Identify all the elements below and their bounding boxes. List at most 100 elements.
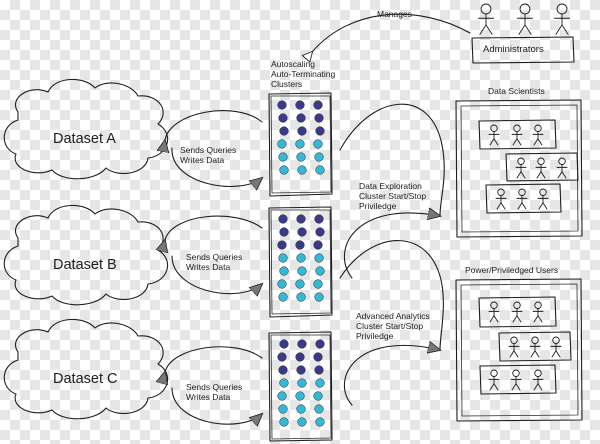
user-figures bbox=[488, 124, 568, 391]
query-label-line1: Sends Queries bbox=[186, 252, 243, 262]
cluster-node bbox=[313, 100, 323, 110]
dataset-a-label: Dataset A bbox=[53, 131, 116, 147]
query-label-line1: Sends Queries bbox=[186, 382, 243, 392]
cluster-node bbox=[296, 113, 306, 123]
user-figure bbox=[495, 188, 507, 210]
query-label-line1: Sends Queries bbox=[180, 145, 237, 155]
cluster-node bbox=[314, 292, 324, 302]
dataset-b-cloud bbox=[3, 204, 169, 306]
cluster-node bbox=[279, 339, 289, 349]
cluster-node bbox=[279, 227, 289, 237]
user-figure bbox=[532, 369, 544, 391]
cluster-node bbox=[279, 126, 289, 136]
cluster-node bbox=[295, 100, 305, 110]
cluster-node bbox=[277, 279, 287, 289]
user-figure bbox=[529, 336, 541, 358]
cluster-node bbox=[296, 365, 306, 375]
user-figure bbox=[532, 301, 544, 323]
cluster-node bbox=[313, 391, 323, 401]
user-figure bbox=[556, 157, 568, 179]
clusters-label-line1: Autoscaling bbox=[271, 59, 315, 69]
cluster-node bbox=[278, 292, 288, 302]
cluster-node bbox=[314, 253, 324, 263]
cluster-node bbox=[279, 165, 289, 175]
cluster-node bbox=[278, 152, 288, 162]
cluster-node bbox=[313, 352, 323, 362]
cluster-node bbox=[295, 352, 305, 362]
cluster-node bbox=[296, 253, 306, 263]
cluster-node bbox=[315, 417, 325, 427]
data-scientists-title: Data Scientists bbox=[488, 86, 545, 96]
user-figure bbox=[535, 157, 547, 179]
administrators-label: Administrators bbox=[483, 44, 544, 55]
cluster-node bbox=[278, 253, 288, 263]
cluster-node bbox=[295, 279, 305, 289]
privilege-line2: Cluster Start/Stop bbox=[356, 321, 424, 331]
query-label-line2: Writes Data bbox=[180, 155, 225, 165]
query-loop-b bbox=[165, 215, 262, 294]
query-loop-c bbox=[165, 346, 262, 424]
power-users-frame bbox=[455, 278, 583, 422]
cluster-node bbox=[296, 152, 306, 162]
cluster-node bbox=[295, 391, 305, 401]
privilege-line3: Priviledge bbox=[359, 201, 397, 211]
dataset-a-cloud bbox=[3, 78, 169, 180]
user-figure bbox=[477, 3, 495, 35]
user-figure bbox=[488, 369, 500, 391]
analytics-flow bbox=[339, 240, 444, 406]
analytics-privilege-label: Advanced Analytics Cluster Start/Stop Pr… bbox=[356, 311, 430, 341]
cluster-node bbox=[296, 292, 306, 302]
clusters-label: Autoscaling Auto-Terminating Clusters bbox=[271, 59, 335, 89]
cluster-node bbox=[297, 266, 307, 276]
power-users-title: Power/Priviledged Users bbox=[465, 265, 559, 275]
cluster-node bbox=[315, 339, 325, 349]
cluster-node bbox=[314, 152, 324, 162]
cluster-node bbox=[277, 352, 287, 362]
privilege-line3: Priviledge bbox=[356, 331, 394, 341]
cluster-node bbox=[297, 165, 307, 175]
cluster-node bbox=[278, 365, 288, 375]
cluster-node bbox=[297, 339, 307, 349]
data-scientists-frame bbox=[455, 99, 583, 238]
cluster-node bbox=[315, 266, 325, 276]
cluster-node bbox=[297, 227, 307, 237]
cluster-node bbox=[313, 279, 323, 289]
query-label-line2: Writes Data bbox=[186, 262, 231, 272]
clusters-label-line3: Clusters bbox=[271, 79, 303, 89]
user-figure bbox=[553, 3, 571, 35]
user-figure bbox=[511, 124, 523, 146]
cluster-node bbox=[314, 365, 324, 375]
query-loop-a bbox=[165, 110, 262, 187]
cluster-node bbox=[296, 214, 306, 224]
cluster-node bbox=[297, 417, 307, 427]
cluster-node bbox=[279, 266, 289, 276]
manages-arrow bbox=[301, 13, 471, 63]
dataset-c-label: Dataset C bbox=[53, 371, 118, 387]
query-label-a: Sends Queries Writes Data bbox=[180, 145, 236, 165]
cluster-node bbox=[296, 404, 306, 414]
cluster-node bbox=[313, 240, 323, 250]
user-figure bbox=[516, 3, 534, 35]
manages-label: Manages bbox=[377, 9, 412, 19]
user-figure bbox=[510, 369, 522, 391]
user-figure bbox=[508, 336, 520, 358]
query-label-b: Sends Queries Writes Data bbox=[186, 252, 242, 272]
cluster-box-1 bbox=[268, 92, 333, 197]
cluster-node bbox=[314, 404, 324, 414]
cluster-node bbox=[277, 139, 287, 149]
exploration-flow bbox=[339, 103, 445, 279]
clusters-label-line2: Auto-Terminating bbox=[271, 69, 336, 79]
cluster-node bbox=[278, 113, 288, 123]
cluster-node bbox=[297, 378, 307, 388]
privilege-line1: Data Exploration bbox=[359, 181, 422, 191]
cluster-node bbox=[315, 378, 325, 388]
cluster-node bbox=[313, 139, 323, 149]
cluster-node bbox=[295, 240, 305, 250]
user-figure bbox=[532, 124, 544, 146]
user-figure bbox=[488, 301, 500, 323]
cluster-box-3 bbox=[268, 331, 333, 442]
cluster-node bbox=[278, 404, 288, 414]
cluster-nodes bbox=[277, 100, 325, 427]
cluster-node bbox=[278, 214, 288, 224]
exploration-privilege-label: Data Exploration Cluster Start/Stop Priv… bbox=[359, 181, 426, 211]
